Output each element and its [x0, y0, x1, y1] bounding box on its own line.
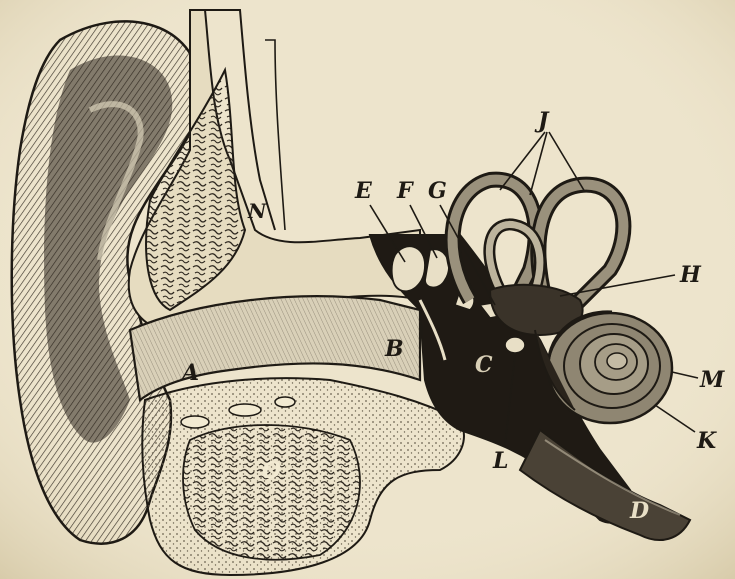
label-F: F [396, 178, 414, 204]
label-N: N [247, 199, 267, 223]
label-H: H [679, 262, 702, 288]
label-C: C [475, 352, 493, 378]
label-M: M [699, 367, 725, 393]
label-G: G [428, 178, 447, 204]
label-K: K [696, 428, 717, 454]
label-O: O [262, 458, 281, 484]
label-L: L [492, 448, 508, 474]
label-A: A [180, 360, 199, 386]
round-window [505, 337, 525, 353]
label-D: D [629, 498, 649, 524]
label-E: E [354, 178, 373, 204]
label-B: B [384, 336, 404, 362]
